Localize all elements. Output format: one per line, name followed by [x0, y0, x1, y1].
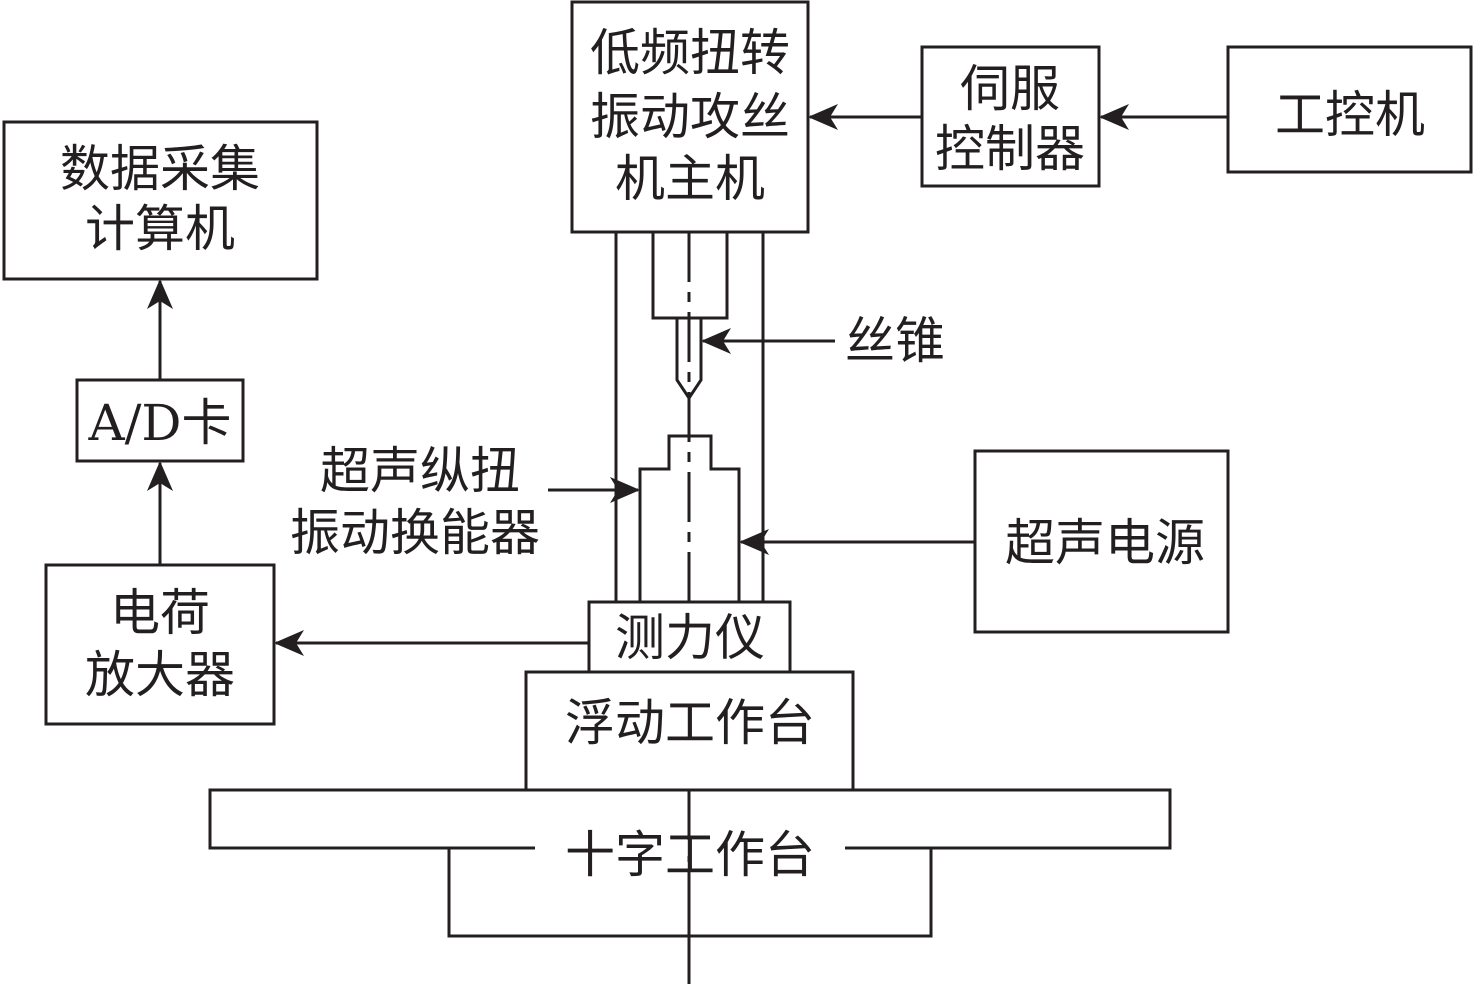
floating-table-label: 浮动工作台	[565, 694, 815, 752]
servo-controller-label-2: 控制器	[935, 120, 1085, 178]
ad-card-box: A/D卡	[75, 378, 245, 463]
dynamometer-box: 测力仪	[587, 600, 792, 674]
data-acquisition-label-1: 数据采集	[60, 140, 260, 198]
main-machine-label-1: 低频扭转	[590, 24, 790, 82]
data-acquisition-label-2: 计算机	[85, 200, 235, 258]
tap	[675, 318, 703, 401]
charge-amplifier-box: 电荷 放大器	[44, 563, 276, 726]
tap-label: 丝锥	[845, 312, 945, 370]
floating-table-box: 浮动工作台	[524, 670, 855, 792]
data-acquisition-computer-box: 数据采集 计算机	[2, 120, 319, 281]
cross-table: 十字工作台	[208, 788, 1172, 984]
transducer-label-1: 超声纵扭	[320, 442, 520, 500]
main-machine-label-3: 机主机	[615, 150, 765, 208]
transducer-label-2: 振动换能器	[290, 504, 540, 562]
main-machine-label-2: 振动攻丝	[590, 88, 790, 146]
cross-table-label: 十字工作台	[565, 826, 815, 884]
charge-amplifier-label-1: 电荷	[110, 584, 210, 642]
servo-controller-label-1: 伺服	[960, 60, 1060, 118]
servo-controller-box: 伺服 控制器	[920, 45, 1101, 188]
ultrasonic-power-box: 超声电源	[973, 449, 1230, 634]
transducer	[638, 434, 741, 602]
spindle	[651, 232, 729, 320]
dynamometer-label: 测力仪	[615, 609, 765, 667]
ad-card-label: A/D卡	[87, 394, 231, 452]
ultrasonic-power-label: 超声电源	[1005, 514, 1205, 572]
industrial-computer-label: 工控机	[1275, 86, 1425, 144]
industrial-computer-box: 工控机	[1226, 45, 1473, 174]
charge-amplifier-label-2: 放大器	[85, 646, 235, 704]
main-machine-box: 低频扭转 振动攻丝 机主机	[570, 0, 810, 234]
